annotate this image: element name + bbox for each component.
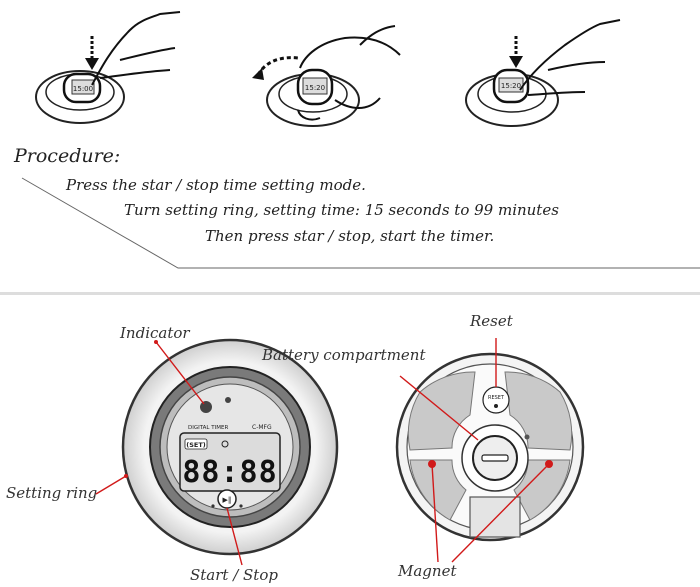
back-view: RESET xyxy=(395,352,585,542)
down-arrow-icon xyxy=(85,36,99,70)
hand-icon xyxy=(297,25,401,121)
indicator-leader xyxy=(155,341,205,405)
brand-text: DIGITAL TIMER xyxy=(188,425,228,431)
procedure-divider-line xyxy=(21,177,700,269)
step-2-display: 15:20 xyxy=(305,84,325,92)
step-2-illustration: 15:20 xyxy=(252,25,401,127)
play-pause-icon: ▶‖ xyxy=(223,496,232,504)
step-1-illustration: 15:00 xyxy=(35,11,181,124)
magnet-label: Magnet xyxy=(397,562,457,580)
hand-icon xyxy=(519,19,621,96)
magnet-leader-right xyxy=(451,463,550,563)
front-view: DIGITAL TIMER C-MFG (SET) 88:88 ▶‖ xyxy=(121,338,339,556)
start-stop-label: Start / Stop xyxy=(190,566,278,584)
indicator-label: Indicator xyxy=(119,324,190,342)
model-text: C-MFG xyxy=(252,424,272,431)
down-arrow-icon xyxy=(509,36,523,68)
section-separator xyxy=(0,292,700,295)
procedure-step-3: Then press star / stop, start the timer. xyxy=(205,227,494,245)
battery-leader xyxy=(399,375,479,441)
procedure-step-2: Turn setting ring, setting time: 15 seco… xyxy=(124,201,559,219)
hand-icon xyxy=(91,11,181,86)
procedure-step-1: Press the star / stop time setting mode. xyxy=(65,176,366,194)
lcd-digits: 88:88 xyxy=(182,455,277,490)
reset-button-text: RESET xyxy=(488,395,505,401)
setting-ring-leader xyxy=(95,475,127,495)
lcd-set-label: (SET) xyxy=(186,441,206,449)
start-stop-leader xyxy=(226,507,243,566)
procedure-heading: Procedure: xyxy=(13,145,120,167)
indicator-light xyxy=(200,401,212,413)
battery-label: Battery compartment xyxy=(261,346,426,364)
stand-slot xyxy=(469,496,521,538)
step-1-display: 15:00 xyxy=(73,85,93,93)
magnet-leader-left xyxy=(431,463,439,563)
step-3-illustration: 15:20 xyxy=(465,19,621,127)
rotate-arrow-icon xyxy=(252,56,299,80)
setting-ring-label: Setting ring xyxy=(6,484,97,502)
reset-label: Reset xyxy=(469,312,514,330)
step-3-display: 15:20 xyxy=(501,82,521,90)
